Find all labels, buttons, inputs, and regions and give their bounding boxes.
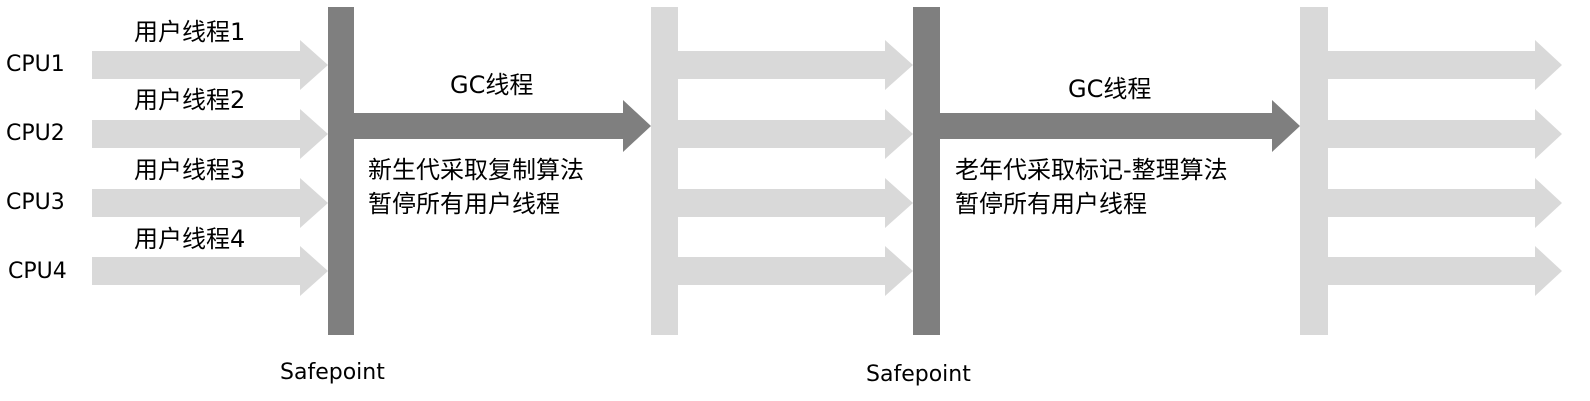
user-thread-arrow (92, 109, 328, 159)
safepoint-label: Safepoint (280, 360, 385, 385)
cpu-label: CPU2 (6, 121, 65, 146)
cpu-label: CPU4 (8, 259, 67, 284)
gc-thread-label: GC线程 (450, 71, 534, 99)
user-thread-arrows-segment-3 (1328, 40, 1562, 296)
gc-description-line: 老年代采取标记-整理算法 (955, 156, 1228, 184)
gc-description-line: 暂停所有用户线程 (955, 190, 1147, 218)
user-thread-arrow (678, 246, 913, 296)
gc-thread-arrow (940, 100, 1300, 152)
user-thread-arrows-segment-1 (92, 40, 328, 296)
user-thread-arrow (1328, 246, 1562, 296)
user-thread-label: 用户线程4 (134, 225, 246, 253)
gc-thread-arrow (354, 100, 651, 152)
cpu-label: CPU1 (6, 52, 65, 77)
user-thread-arrow (678, 40, 913, 90)
gc-description-line: 新生代采取复制算法 (368, 156, 584, 184)
user-thread-arrow (92, 178, 328, 228)
user-thread-arrow (678, 109, 913, 159)
user-thread-arrow (92, 40, 328, 90)
resume-bar (651, 7, 678, 335)
user-thread-arrows-segment-2 (678, 40, 913, 296)
user-thread-arrow (1328, 109, 1562, 159)
user-thread-label: 用户线程3 (134, 156, 246, 184)
user-thread-arrow (1328, 40, 1562, 90)
safepoint-label: Safepoint (866, 362, 971, 387)
user-thread-arrow (678, 178, 913, 228)
user-thread-arrow (1328, 178, 1562, 228)
user-thread-arrow (92, 246, 328, 296)
cpu-label: CPU3 (6, 190, 65, 215)
safepoint-bar (328, 7, 354, 335)
user-thread-label: 用户线程2 (134, 86, 246, 114)
user-thread-label: 用户线程1 (134, 18, 246, 46)
safepoint-bar (913, 7, 940, 335)
gc-thread-label: GC线程 (1068, 75, 1152, 103)
resume-bar (1300, 7, 1328, 335)
gc-description-line: 暂停所有用户线程 (368, 190, 560, 218)
